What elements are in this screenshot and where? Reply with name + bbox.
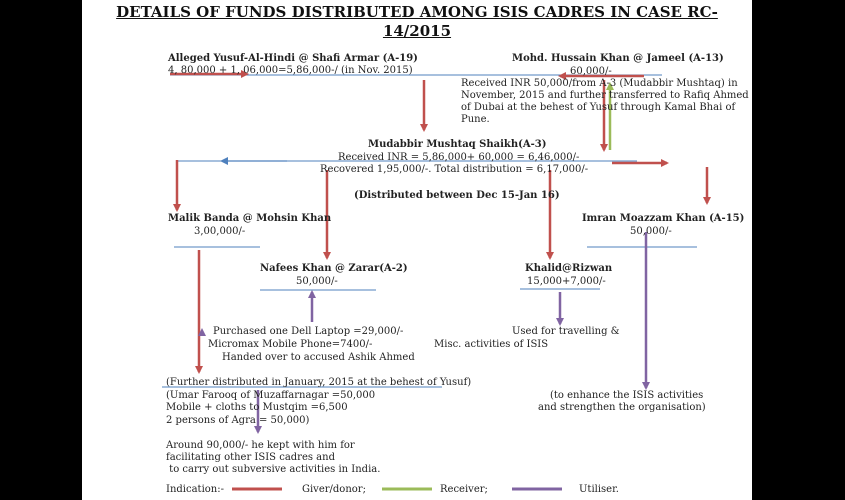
khalid-use-2: Misc. activities of ISIS [434, 339, 549, 350]
imran-use-2: and strengthen the organisation) [538, 402, 706, 413]
malik-kept-1: Around 90,000/- he kept with him for [166, 440, 355, 451]
khalid-amount: 15,000+7,000/- [527, 276, 606, 287]
flow-arrows [162, 70, 711, 491]
legend-receiver-label: Receiver; [440, 484, 488, 495]
hussain-note-2: November, 2015 and further transferred t… [461, 90, 749, 101]
malik-detail-3: Mobile + cloths to Mustqim =6,500 [166, 402, 348, 413]
nafees-amount: 50,000/- [296, 276, 338, 287]
malik-detail-2: (Umar Farooq of Muzaffarnagar =50,000 [166, 390, 376, 401]
page-title-line2: 14/2015 [382, 22, 452, 40]
nafees-use-3: Handed over to accused Ashik Ahmed [222, 352, 415, 363]
khalid-use-1: Used for travelling & [512, 326, 620, 337]
khalid-name: Khalid@Rizwan [525, 263, 613, 274]
legend-giver-label: Giver/donor; [302, 484, 366, 495]
document-page: DETAILS OF FUNDS DISTRIBUTED AMONG ISIS … [82, 0, 752, 500]
mudabbir-period: (Distributed between Dec 15-Jan 16) [354, 190, 560, 201]
legend-utiliser-label: Utiliser. [579, 484, 619, 495]
yusuf-amount: 4, 80,000 + 1, 06,000=5,86,000-/ (in Nov… [168, 65, 413, 76]
mudabbir-received: Received INR = 5,86,000+ 60,000 = 6,46,0… [338, 152, 580, 163]
malik-kept-3: to carry out subversive activities in In… [166, 464, 381, 475]
yusuf-name: Alleged Yusuf-Al-Hindi @ Shafi Armar (A-… [168, 53, 418, 64]
nafees-use-1: Purchased one Dell Laptop =29,000/- [213, 326, 404, 337]
imran-name: Imran Moazzam Khan (A-15) [582, 213, 745, 224]
mudabbir-recovered: Recovered 1,95,000/-. Total distribution… [320, 164, 589, 175]
malik-amount: 3,00,000/- [194, 226, 246, 237]
mudabbir-name: Mudabbir Mushtaq Shaikh(A-3) [368, 139, 547, 150]
hussain-name: Mohd. Hussain Khan @ Jameel (A-13) [512, 53, 724, 64]
nafees-name: Nafees Khan @ Zarar(A-2) [260, 263, 408, 274]
malik-detail-4: 2 persons of Agra = 50,000) [166, 415, 310, 426]
page-title: DETAILS OF FUNDS DISTRIBUTED AMONG ISIS … [116, 3, 718, 21]
legend-indication: Indication:- [166, 484, 224, 495]
hussain-note-3: of Dubai at the behest of Yusuf through … [461, 102, 736, 113]
imran-use-1: (to enhance the ISIS activities [550, 390, 704, 401]
hussain-amount: 60,000/- [570, 66, 612, 77]
malik-kept-2: facilitating other ISIS cadres and [166, 452, 335, 463]
imran-amount: 50,000/- [630, 226, 672, 237]
nafees-use-2: Micromax Mobile Phone=7400/- [208, 339, 373, 350]
hussain-note-1: Received INR 50,000/from A-3 (Mudabbir M… [461, 78, 738, 89]
malik-name: Malik Banda @ Mohsin Khan [168, 213, 332, 224]
hussain-note-4: Pune. [461, 114, 490, 125]
malik-detail-1: (Further distributed in January, 2015 at… [166, 377, 472, 388]
